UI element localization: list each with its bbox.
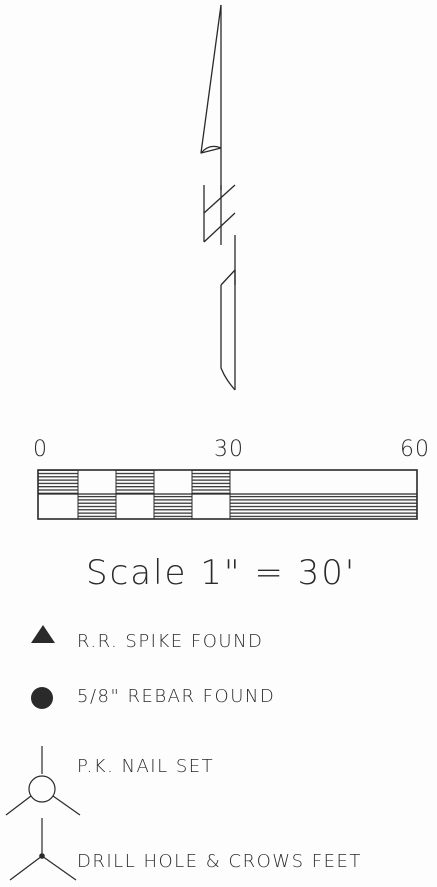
rr-spike-triangle-icon	[31, 625, 55, 643]
legend-label-pk-nail: P.K. NAIL SET	[77, 756, 215, 777]
legend-label-rr-spike: R.R. SPIKE FOUND	[77, 631, 264, 652]
scale-bar	[37, 469, 418, 520]
legend-label-drill-hole: DRILL HOLE & CROWS FEET	[77, 851, 362, 872]
legend-label-rebar: 5/8" REBAR FOUND	[77, 686, 276, 707]
pk-nail-symbol-icon	[5, 746, 81, 816]
scale-tick-30: 30	[214, 437, 244, 462]
scale-tick-0: 0	[33, 437, 48, 462]
drill-hole-crows-feet-icon	[9, 818, 77, 881]
north-arrow-icon	[200, 4, 236, 391]
scale-caption: Scale 1" = 30'	[86, 553, 357, 593]
scale-tick-60: 60	[400, 437, 430, 462]
rebar-filled-circle-icon	[31, 687, 53, 709]
